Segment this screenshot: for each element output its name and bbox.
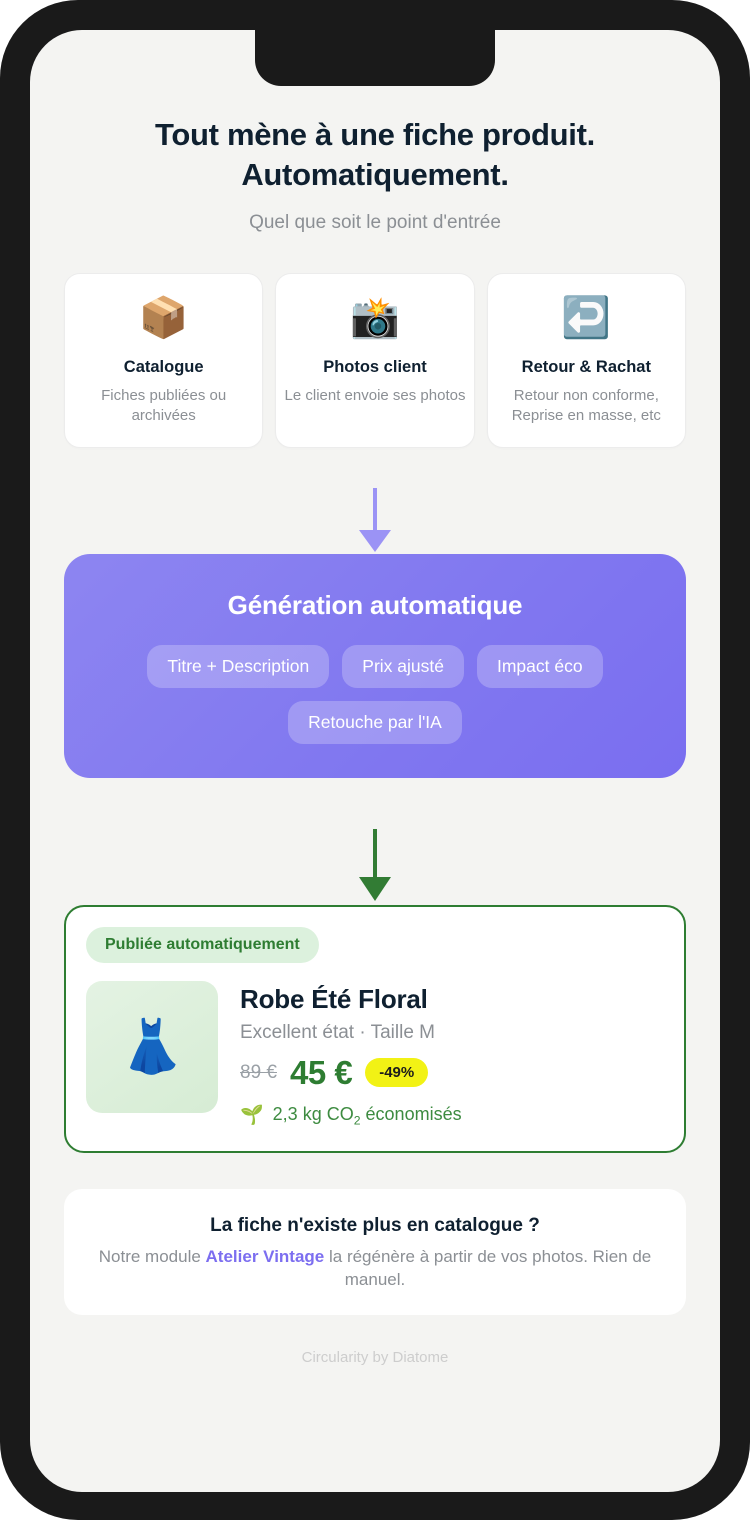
source-card-title: Retour & Rachat — [521, 358, 651, 377]
source-card-title: Catalogue — [123, 358, 204, 377]
source-card-title: Photos client — [323, 358, 427, 377]
generation-panel: Génération automatique Titre + Descripti… — [64, 553, 686, 778]
phone-screen: Tout mène à une fiche produit. Automatiq… — [30, 30, 720, 1492]
source-card-photos-client[interactable]: 📸 Photos client Le client envoie ses pho… — [275, 273, 475, 448]
note-card: La fiche n'existe plus en catalogue ? No… — [64, 1189, 686, 1316]
note-title: La fiche n'existe plus en catalogue ? — [210, 1215, 540, 1237]
co2-subscript: 2 — [353, 1113, 361, 1128]
product-meta: Excellent état · Taille M — [240, 1021, 436, 1043]
page-title: Tout mène à une fiche produit. Automatiq… — [64, 115, 686, 194]
co2-prefix: 2,3 kg CO — [272, 1103, 354, 1124]
page-title-line-1: Tout mène à une fiche produit. — [155, 117, 595, 152]
product-co2-text: 2,3 kg CO2 économisés — [273, 1104, 462, 1128]
arrow-down-icon — [359, 487, 391, 552]
arrow-head — [359, 529, 391, 552]
generation-pill-impact-eco[interactable]: Impact éco — [476, 644, 603, 688]
source-card-description: Retour non conforme, Reprise en masse, e… — [511, 387, 661, 424]
generation-title: Génération automatique — [227, 589, 523, 620]
source-card-list: 📦 Catalogue Fiches publiées ou archivées… — [64, 273, 686, 448]
status-badge: Publiée automatiquement — [86, 926, 319, 963]
arrow-down-icon — [359, 828, 391, 901]
footer-branding: Circularity by Diatome — [301, 1349, 449, 1367]
generation-pill-list: Titre + Description Prix ajusté Impact é… — [92, 644, 658, 744]
product-row: 👗 Robe Été Floral Excellent état · Taill… — [86, 980, 664, 1128]
product-name: Robe Été Floral — [240, 983, 428, 1014]
package-box-icon: 📦 — [138, 296, 189, 341]
product-price-original: 89 € — [240, 1061, 277, 1083]
product-thumbnail: 👗 — [86, 980, 218, 1113]
source-card-retour-rachat[interactable]: ↩️ Retour & Rachat Retour non conforme, … — [486, 273, 686, 448]
note-body-before: Notre module — [98, 1247, 206, 1267]
generation-pill-retouche-ia[interactable]: Retouche par l'IA — [288, 700, 462, 744]
source-card-description: Fiches publiées ou archivées — [101, 387, 227, 424]
dress-icon: 👗 — [119, 1017, 185, 1076]
return-arrow-icon: ↩️ — [561, 296, 612, 341]
product-info: Robe Été Floral Excellent état · Taille … — [240, 981, 664, 1128]
product-discount-badge: -49% — [365, 1058, 429, 1088]
flow-arrow-purple — [64, 486, 686, 554]
flow-arrow-green — [64, 825, 686, 905]
product-price-row: 89 € 45 € -49% — [240, 1054, 664, 1092]
generation-pill-prix-ajuste[interactable]: Prix ajusté — [342, 644, 464, 688]
co2-suffix: économisés — [360, 1103, 462, 1124]
note-body: Notre module Atelier Vintage la régénère… — [86, 1246, 664, 1291]
generation-pill-titre-description[interactable]: Titre + Description — [147, 644, 330, 688]
note-body-after: la régénère à partir de vos photos. Rien… — [324, 1247, 652, 1289]
product-card[interactable]: Publiée automatiquement 👗 Robe Été Flora… — [64, 904, 686, 1154]
phone-notch — [255, 30, 495, 86]
source-card-description: Le client envoie ses photos — [284, 387, 466, 405]
camera-flash-icon: 📸 — [350, 296, 400, 341]
arrow-stem — [373, 487, 377, 530]
note-accent-link[interactable]: Atelier Vintage — [205, 1247, 325, 1267]
page-content: Tout mène à une fiche produit. Automatiq… — [30, 30, 720, 1492]
page-subtitle: Quel que soit le point d'entrée — [249, 212, 501, 234]
product-price-current: 45 € — [289, 1053, 353, 1091]
arrow-stem — [373, 828, 377, 877]
page-title-line-2: Automatiquement. — [241, 156, 509, 192]
product-co2-row: 🌱 2,3 kg CO2 économisés — [240, 1104, 664, 1128]
arrow-head — [359, 876, 391, 901]
seedling-icon: 🌱 — [240, 1105, 264, 1127]
source-card-catalogue[interactable]: 📦 Catalogue Fiches publiées ou archivées — [64, 273, 264, 448]
